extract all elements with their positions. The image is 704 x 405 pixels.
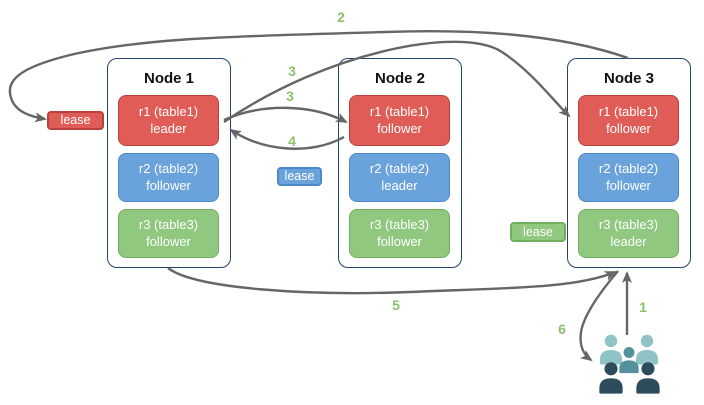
- replica-role-label: follower: [377, 120, 422, 136]
- step-label-3b: 3: [286, 88, 294, 104]
- node-2-title: Node 2: [374, 70, 425, 87]
- replica-range-label: r1 (table1): [598, 103, 659, 119]
- arrow-step-6: [579, 270, 619, 362]
- step-label-5: 5: [392, 297, 400, 313]
- person-icon: [600, 334, 622, 365]
- replica-range-label: r3 (table3): [369, 216, 430, 232]
- replica-range-label: r2 (table2): [598, 160, 659, 176]
- replica-role-label: leader: [610, 233, 647, 249]
- node-2-card: Node 2 r1 (table1) follower r2 (table2) …: [338, 58, 462, 268]
- person-icon: [599, 362, 623, 394]
- replica-role-label: follower: [146, 233, 191, 249]
- step-label-2: 2: [337, 9, 345, 25]
- replica-range-label: r2 (table2): [369, 160, 430, 176]
- lease-badge-table3: lease: [510, 222, 566, 242]
- replica-range-label: r1 (table1): [369, 103, 430, 119]
- step-label-4: 4: [288, 133, 296, 149]
- step-label-6: 6: [558, 321, 566, 337]
- replica-role-label: leader: [150, 120, 187, 136]
- clients-users-icon: [599, 334, 660, 394]
- arrow-step-2: [8, 29, 629, 123]
- step-label-3a: 3: [288, 63, 296, 79]
- node-3-title: Node 3: [603, 70, 654, 87]
- node3-replica-r1-table1: r1 (table1) follower: [578, 95, 679, 146]
- replica-range-label: r1 (table1): [138, 103, 199, 119]
- replica-range-label: r2 (table2): [138, 160, 199, 176]
- node-3-card: Node 3 r1 (table1) follower r2 (table2) …: [567, 58, 691, 268]
- arrow-step-3-to-node2: [223, 106, 348, 124]
- arrow-step-5: [167, 267, 617, 295]
- replica-range-label: r3 (table3): [598, 216, 659, 232]
- node1-replica-r3-table3: r3 (table3) follower: [118, 209, 219, 258]
- person-icon: [636, 362, 660, 394]
- replica-role-label: follower: [377, 233, 422, 249]
- node2-replica-r1-table1: r1 (table1) follower: [349, 95, 450, 146]
- node3-replica-r3-table3: r3 (table3) leader: [578, 209, 679, 258]
- node2-replica-r3-table3: r3 (table3) follower: [349, 209, 450, 258]
- node-1-card: Node 1 r1 (table1) leader r2 (table2) fo…: [107, 58, 231, 268]
- replica-role-label: follower: [606, 177, 651, 193]
- lease-badge-table1: lease: [47, 111, 104, 130]
- replica-role-label: follower: [606, 120, 651, 136]
- node3-replica-r2-table2: r2 (table2) follower: [578, 153, 679, 202]
- person-icon: [619, 347, 639, 374]
- replica-role-label: leader: [381, 177, 418, 193]
- replica-role-label: follower: [146, 177, 191, 193]
- person-icon: [636, 334, 658, 365]
- step-label-1: 1: [639, 299, 647, 315]
- node1-replica-r2-table2: r2 (table2) follower: [118, 153, 219, 202]
- replica-range-label: r3 (table3): [138, 216, 199, 232]
- lease-badge-table2: lease: [277, 167, 322, 186]
- node2-replica-r2-table2: r2 (table2) leader: [349, 153, 450, 202]
- node1-replica-r1-table1: r1 (table1) leader: [118, 95, 219, 146]
- node-1-title: Node 1: [143, 70, 194, 87]
- arrow-step-4: [229, 128, 345, 150]
